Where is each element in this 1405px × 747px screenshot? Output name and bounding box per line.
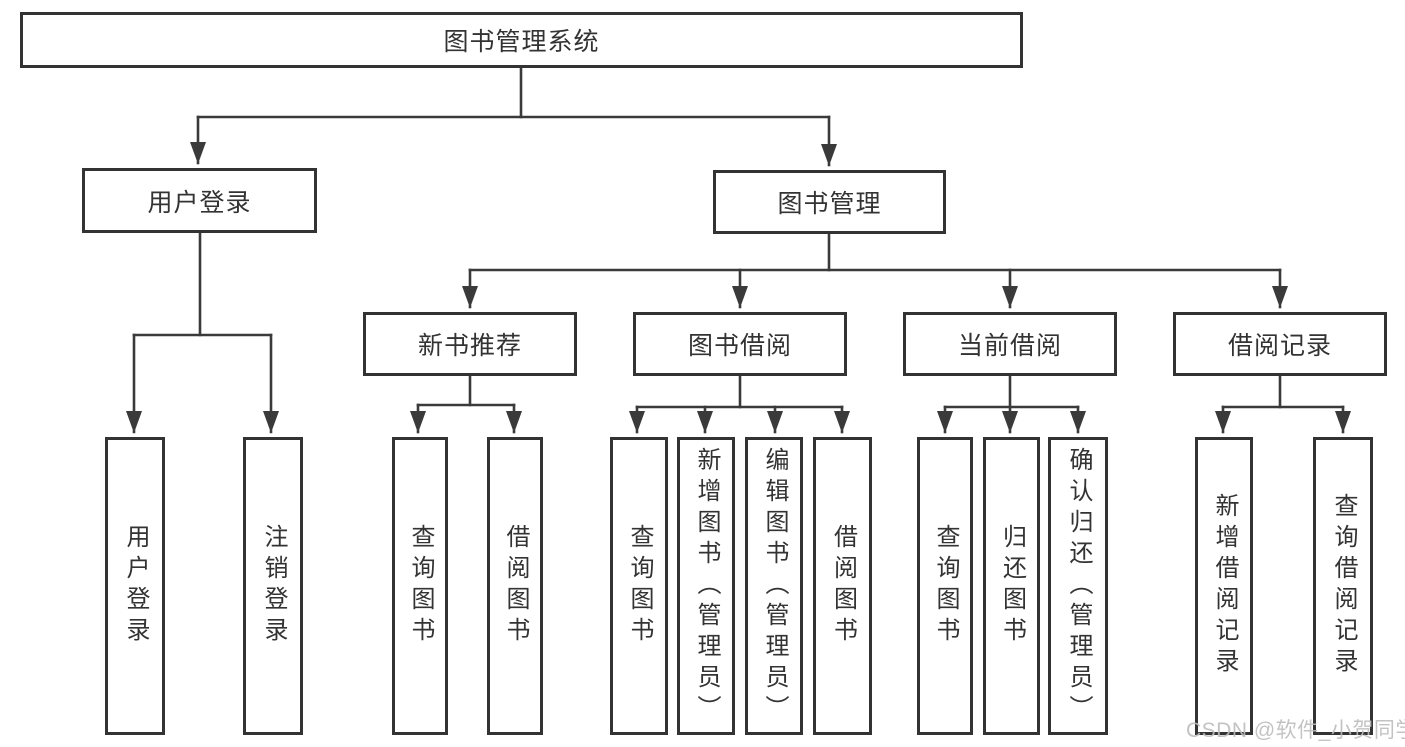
node-book-borrow: 图书借阅 bbox=[633, 312, 847, 376]
node-new-book-recommend: 新书推荐 bbox=[363, 312, 577, 376]
leaf-query-borrow-record: 查询借阅记录 bbox=[1313, 437, 1373, 735]
leaf-add-borrow-record-label: 新增借阅记录 bbox=[1211, 493, 1238, 679]
leaf-query-book-3-label: 查询图书 bbox=[932, 524, 959, 648]
node-book-management-label: 图书管理 bbox=[777, 190, 882, 218]
leaf-add-book-admin-label: 新增图书（管理员） bbox=[693, 446, 720, 726]
leaf-query-book-2-label: 查询图书 bbox=[626, 524, 653, 648]
node-book-borrow-label: 图书借阅 bbox=[687, 332, 792, 360]
leaf-add-book-admin: 新增图书（管理员） bbox=[677, 437, 735, 735]
leaf-return-book: 归还图书 bbox=[983, 437, 1040, 735]
leaf-borrow-book-1-label: 借阅图书 bbox=[502, 524, 529, 648]
leaf-edit-book-admin: 编辑图书（管理员） bbox=[745, 437, 803, 735]
leaf-logout: 注销登录 bbox=[243, 437, 303, 735]
node-book-management: 图书管理 bbox=[713, 170, 946, 234]
leaf-logout-label: 注销登录 bbox=[260, 524, 287, 648]
leaf-confirm-return-admin-label: 确认归还（管理员） bbox=[1065, 446, 1092, 726]
node-user-login: 用户登录 bbox=[82, 168, 317, 233]
csdn-watermark: CSDN @软件_小贺同学 bbox=[1186, 719, 1405, 742]
node-user-login-label: 用户登录 bbox=[147, 188, 252, 217]
leaf-borrow-book-2-label: 借阅图书 bbox=[829, 524, 857, 648]
leaf-borrow-book-1: 借阅图书 bbox=[487, 437, 543, 735]
node-borrow-record-label: 借阅记录 bbox=[1227, 332, 1332, 360]
leaf-query-book-1: 查询图书 bbox=[392, 437, 448, 735]
node-new-book-recommend-label: 新书推荐 bbox=[417, 332, 522, 360]
leaf-return-book-label: 归还图书 bbox=[998, 524, 1026, 648]
leaf-query-book-2: 查询图书 bbox=[610, 437, 668, 735]
node-root: 图书管理系统 bbox=[20, 12, 1023, 68]
leaf-user-login-label: 用户登录 bbox=[122, 524, 149, 648]
node-borrow-record: 借阅记录 bbox=[1173, 312, 1387, 376]
node-current-borrow: 当前借阅 bbox=[903, 312, 1117, 376]
node-current-borrow-label: 当前借阅 bbox=[957, 332, 1062, 360]
leaf-borrow-book-2: 借阅图书 bbox=[813, 437, 872, 735]
leaf-query-book-3: 查询图书 bbox=[917, 437, 973, 735]
leaf-query-borrow-record-label: 查询借阅记录 bbox=[1330, 493, 1357, 679]
leaf-add-borrow-record: 新增借阅记录 bbox=[1195, 437, 1253, 735]
leaf-query-book-1-label: 查询图书 bbox=[407, 524, 434, 648]
node-root-label: 图书管理系统 bbox=[443, 28, 600, 56]
leaf-user-login: 用户登录 bbox=[105, 437, 165, 735]
leaf-edit-book-admin-label: 编辑图书（管理员） bbox=[761, 446, 788, 726]
leaf-confirm-return-admin: 确认归还（管理员） bbox=[1048, 437, 1108, 735]
